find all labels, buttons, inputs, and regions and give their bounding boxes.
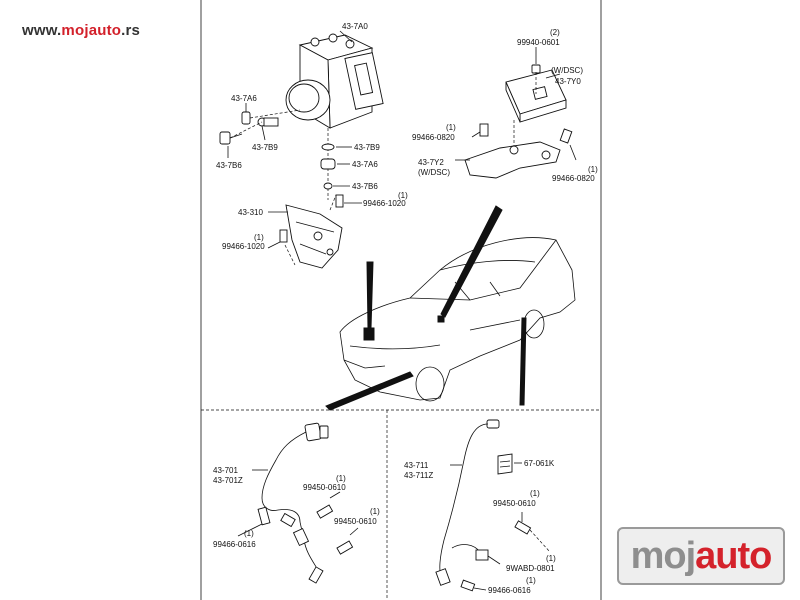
label-99466-0820a: 99466-0820 bbox=[412, 133, 455, 142]
label-qty-0610a: (1) bbox=[336, 474, 346, 483]
abs-bracket bbox=[268, 194, 343, 269]
label-qty-0820b: (1) bbox=[588, 165, 598, 174]
front-wheel-speed-sensor bbox=[252, 422, 329, 584]
label-43-7b6: 43-7B6 bbox=[352, 182, 378, 191]
dsc-yaw-sensor bbox=[505, 64, 567, 123]
label-99466-1020a: 99466-1020 bbox=[363, 199, 406, 208]
abs-hydraulic-unit bbox=[285, 30, 384, 129]
label-qty-0610c: (1) bbox=[530, 489, 540, 498]
label-qty-1020b: (1) bbox=[254, 233, 264, 242]
label-43-7b9-left: 43-7B9 bbox=[252, 143, 278, 152]
label-43-711z: 43-711Z bbox=[404, 471, 433, 480]
watermark-suffix: .rs bbox=[121, 22, 141, 39]
label-qty-0616a: (1) bbox=[244, 529, 254, 538]
label-qty-0801: (1) bbox=[546, 554, 556, 563]
car-illustration bbox=[325, 205, 576, 411]
bolt-99466-1020b bbox=[267, 229, 288, 249]
abs-mount-hardware-left bbox=[219, 103, 301, 158]
label-qty-0601: (2) bbox=[550, 28, 560, 37]
label-wdsc-bot: (W/DSC) bbox=[418, 168, 450, 177]
label-qty-0820a: (1) bbox=[446, 123, 456, 132]
label-43-7y0: 43-7Y0 bbox=[555, 77, 581, 86]
label-qty-0610b: (1) bbox=[370, 507, 380, 516]
dsc-sensor-bracket bbox=[455, 120, 561, 179]
label-43-310: 43-310 bbox=[238, 208, 263, 217]
bolt-99450-0610c bbox=[514, 512, 551, 553]
label-99466-1020b: 99466-1020 bbox=[222, 242, 265, 251]
watermark-prefix: www. bbox=[22, 22, 62, 39]
label-99466-0616b: 99466-0616 bbox=[488, 586, 531, 595]
label-43-7b9: 43-7B9 bbox=[354, 143, 380, 152]
label-99450-0610b: 99450-0610 bbox=[334, 517, 377, 526]
label-43-7b6-left: 43-7B6 bbox=[216, 161, 242, 170]
label-99466-0616a: 99466-0616 bbox=[213, 540, 256, 549]
bolt-99450-0610a bbox=[316, 491, 341, 519]
label-99450-0610c: 99450-0610 bbox=[493, 499, 536, 508]
rear-wheel-speed-sensor bbox=[435, 419, 500, 586]
label-99940-0601: 99940-0601 bbox=[517, 38, 560, 47]
website-watermark: www.mojauto.rs bbox=[22, 22, 140, 39]
watermark-brand: mojauto bbox=[61, 22, 122, 39]
label-43-701z: 43-701Z bbox=[213, 476, 243, 485]
bolt-99450-0610b bbox=[336, 527, 359, 555]
label-99450-0610a: 99450-0610 bbox=[303, 483, 346, 492]
logo-part-auto: auto bbox=[695, 534, 772, 577]
label-99466-0820b: 99466-0820 bbox=[552, 174, 595, 183]
label-43-711: 43-711 bbox=[404, 461, 429, 470]
label-43-7a6-left: 43-7A6 bbox=[231, 94, 257, 103]
label-43-7a6: 43-7A6 bbox=[352, 160, 378, 169]
label-43-7y2: 43-7Y2 bbox=[418, 158, 444, 167]
bolt-99466-0820b bbox=[559, 128, 577, 161]
abs-mount-hardware-center bbox=[320, 128, 362, 208]
label-43-7a0: 43-7A0 bbox=[342, 22, 368, 31]
label-67-061k: 67-061K bbox=[524, 459, 555, 468]
label-wdsc-top: (W/DSC) bbox=[551, 66, 583, 75]
label-qty-0616b: (1) bbox=[526, 576, 536, 585]
label-9wabd-0801: 9WABD-0801 bbox=[506, 564, 555, 573]
bolt-99466-0820a bbox=[471, 123, 489, 138]
label-qty-1020a: (1) bbox=[398, 191, 408, 200]
bolt-99466-0616b bbox=[460, 579, 487, 592]
label-43-701: 43-701 bbox=[213, 466, 238, 475]
logo-part-moj: moj bbox=[630, 534, 697, 577]
diagram-frame bbox=[200, 0, 602, 600]
label-sticker-67-061k bbox=[497, 453, 522, 475]
